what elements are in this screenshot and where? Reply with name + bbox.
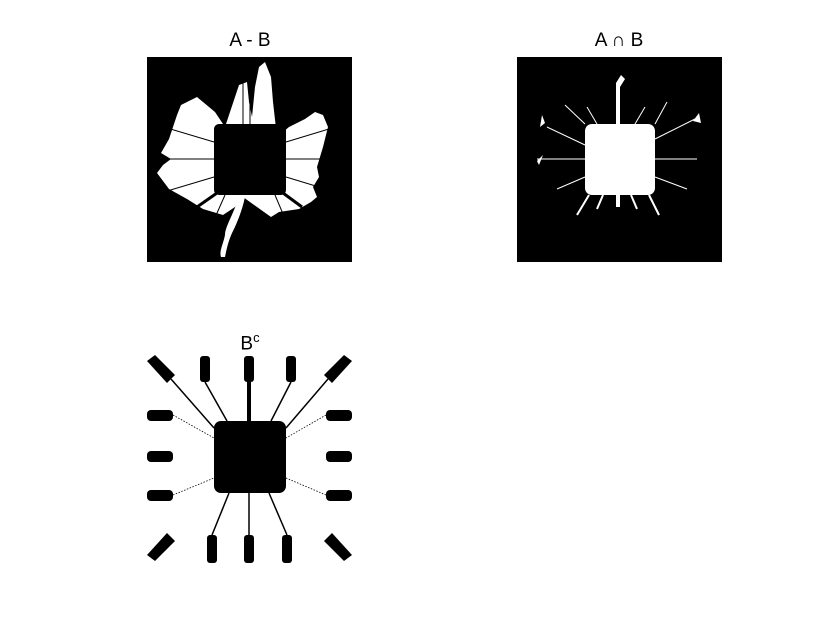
image-b-complement — [147, 353, 352, 563]
image-a-minus-b — [147, 57, 352, 262]
panel-title-a-intersect-b: A ∩ B — [594, 30, 644, 51]
panel-title-a-minus-b: A - B — [229, 30, 271, 51]
image-a-intersect-b — [517, 57, 722, 262]
panel-title-b-complement: Bc — [240, 330, 260, 355]
